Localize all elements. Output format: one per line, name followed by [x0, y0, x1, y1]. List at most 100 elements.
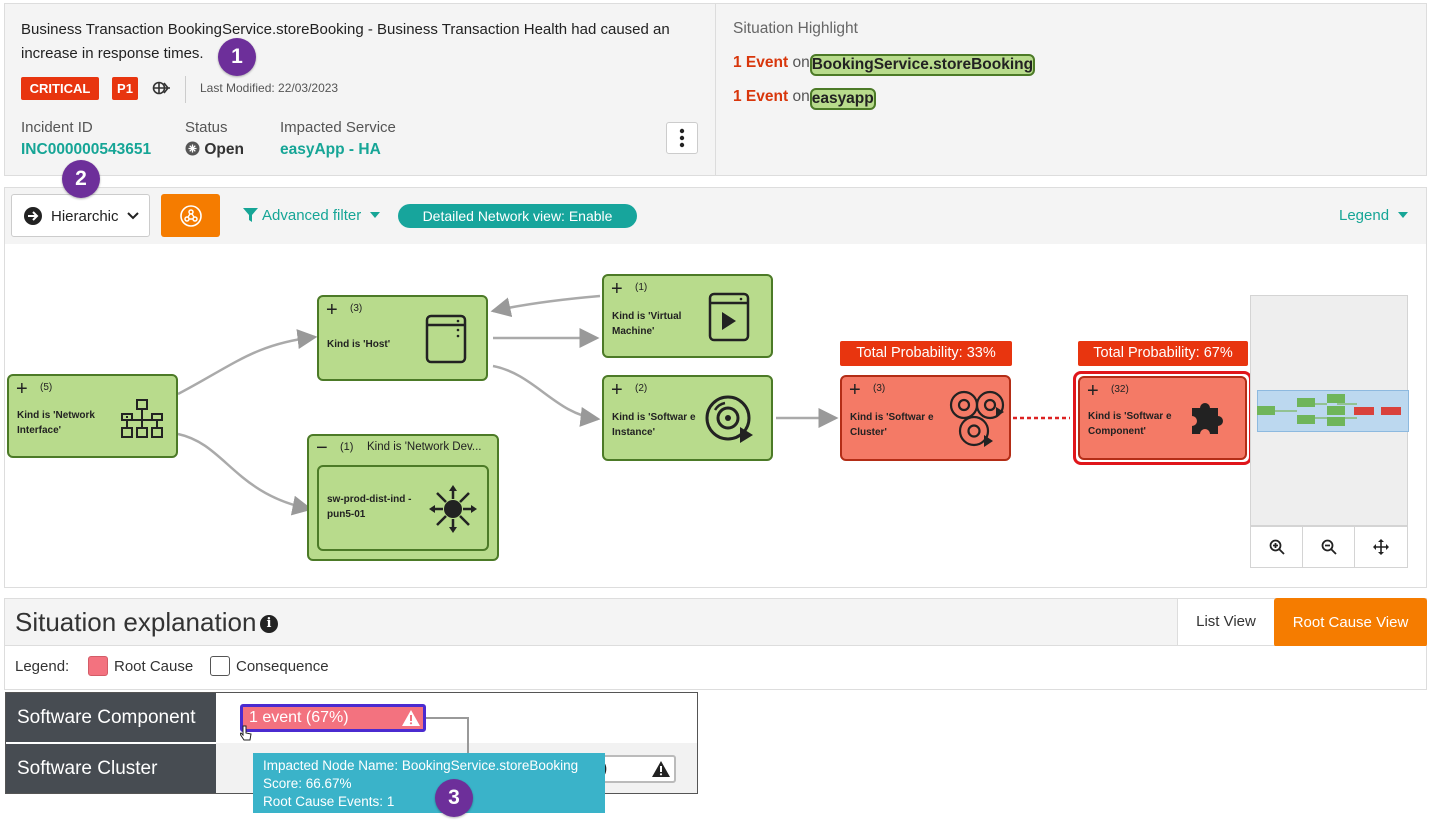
graph-edge — [177, 329, 318, 396]
impacted-service-link[interactable]: easyApp - HA — [280, 141, 381, 158]
legend-label: Legend: — [15, 658, 70, 675]
graph-node-host[interactable]: + (3) Kind is 'Host' — [317, 295, 488, 381]
event-count-link[interactable]: 1 Event — [733, 88, 789, 105]
graph-node-virtual-machine[interactable]: + (1) Kind is 'Virtual Machine' — [602, 274, 773, 358]
host-icon — [425, 314, 467, 364]
situation-highlight-title: Situation Highlight — [733, 20, 858, 37]
event-chip-label: 1 event (67%) — [249, 709, 349, 726]
expand-icon[interactable]: + — [16, 378, 28, 400]
topology-icon — [180, 205, 202, 227]
virtual-machine-icon — [708, 292, 750, 342]
event-on-text: on — [792, 54, 810, 71]
row-label-software-cluster: Software Cluster — [6, 744, 216, 793]
expand-icon[interactable]: + — [1087, 380, 1099, 402]
node-kind: Kind is 'Softwar e Component' — [1088, 411, 1172, 437]
graph-node-network-interface[interactable]: + (5) Kind is 'Network Interface' — [7, 374, 178, 458]
fit-view-button[interactable] — [1355, 527, 1407, 567]
legend-root-cause: Root Cause — [114, 658, 194, 675]
root-cause-view-tab[interactable]: Root Cause View — [1274, 598, 1427, 647]
annotation-marker-1: 1 — [218, 38, 256, 76]
legend-label: Legend — [1339, 207, 1390, 224]
info-icon[interactable]: i — [260, 615, 278, 633]
priority-badge: P1 — [112, 77, 138, 100]
group-count: (1) — [340, 441, 354, 453]
tooltip-root-cause-events: Root Cause Events: 1 — [263, 794, 395, 809]
chevron-down-icon — [127, 212, 139, 220]
caret-down-icon — [1398, 212, 1409, 218]
legend-dropdown[interactable]: Legend — [1339, 207, 1409, 224]
graph-minimap[interactable] — [1250, 295, 1409, 526]
incident-header: Business Transaction BookingService.stor… — [4, 3, 1427, 176]
status-label: Status — [185, 119, 228, 136]
layout-select-value: Hierarchic — [51, 208, 119, 225]
expand-icon[interactable]: + — [611, 278, 623, 300]
situation-event-item[interactable]: 1 Event on easyapp — [733, 88, 876, 110]
status-open-icon — [185, 141, 200, 156]
incident-title: Business Transaction BookingService.stor… — [21, 21, 670, 62]
event-connector — [424, 717, 469, 761]
group-kind: Kind is 'Network Dev... — [367, 441, 482, 453]
event-node-name: BookingService.storeBooking — [809, 54, 1036, 76]
caret-down-icon — [370, 212, 381, 218]
advanced-filter-button[interactable]: Advanced filter — [243, 207, 381, 224]
move-arrows-icon — [1373, 539, 1389, 555]
list-view-tab[interactable]: List View — [1177, 599, 1274, 645]
graph-node-software-instance[interactable]: + (2) Kind is 'Softwar e Instance' — [602, 375, 773, 461]
warning-icon — [402, 710, 420, 726]
software-instance-icon — [705, 395, 753, 443]
layout-select[interactable]: Hierarchic — [11, 194, 150, 237]
event-chip-root-cause[interactable]: 1 event (67%) — [240, 704, 426, 732]
zoom-controls — [1250, 526, 1408, 568]
selected-node-outline[interactable]: + (32) Kind is 'Softwar e Component' — [1073, 371, 1252, 465]
graph-node-network-device[interactable]: sw-prod-dist-ind -pun5-01 — [317, 465, 489, 551]
event-node-name: easyapp — [809, 88, 876, 110]
topology-button[interactable] — [161, 194, 220, 237]
graph-node-software-cluster[interactable]: + (3) Kind is 'Softwar e Cluster' — [840, 375, 1011, 461]
expand-icon[interactable]: + — [849, 379, 861, 401]
root-cause-swatch — [88, 656, 108, 676]
header-divider — [715, 4, 716, 175]
status-text: Open — [204, 141, 244, 158]
situation-event-item[interactable]: 1 Event on BookingService.storeBooking — [733, 54, 1036, 76]
node-count: (3) — [350, 303, 363, 314]
zoom-out-icon — [1321, 539, 1337, 555]
event-count-link[interactable]: 1 Event — [733, 54, 789, 71]
node-kind: Kind is 'Network Interface' — [17, 410, 95, 436]
annotation-marker-3: 3 — [435, 779, 473, 817]
event-tooltip: Impacted Node Name: BookingService.store… — [253, 753, 605, 813]
situation-explanation-header: Situation explanation i List View Root C… — [4, 598, 1427, 647]
network-device-icon — [429, 485, 477, 533]
severity-badge: CRITICAL — [21, 77, 99, 100]
topology-graph[interactable]: + (5) Kind is 'Network Interface' + (3) … — [4, 244, 1427, 588]
collapse-icon[interactable]: − — [316, 437, 328, 459]
event-on-text: on — [792, 88, 810, 105]
impacted-service-label: Impacted Service — [280, 119, 396, 136]
node-count: (5) — [40, 382, 53, 393]
annotation-marker-2: 2 — [62, 160, 100, 198]
node-count: (2) — [635, 383, 648, 394]
graph-edges — [177, 294, 1070, 516]
minimap-preview — [1257, 394, 1401, 426]
legend-consequence: Consequence — [236, 658, 329, 675]
expand-icon[interactable]: + — [611, 379, 623, 401]
tooltip-node-name: Impacted Node Name: BookingService.store… — [263, 758, 579, 773]
network-interface-icon — [121, 399, 163, 438]
zoom-in-button[interactable] — [1251, 527, 1303, 567]
expand-icon[interactable]: + — [326, 299, 338, 321]
explanation-legend: Legend: Root Cause Consequence — [4, 646, 1427, 690]
graph-group-network-device[interactable]: − (1) Kind is 'Network Dev... sw-prod-di… — [307, 434, 499, 561]
graph-node-software-component[interactable]: + (32) Kind is 'Softwar e Component' — [1078, 376, 1247, 460]
node-name: sw-prod-dist-ind -pun5-01 — [327, 494, 412, 520]
node-count: (3) — [873, 383, 886, 394]
zoom-out-button[interactable] — [1303, 527, 1355, 567]
advanced-filter-label: Advanced filter — [262, 207, 362, 224]
more-options-button[interactable] — [666, 122, 698, 154]
probability-label: Total Probability: 67% — [1078, 341, 1248, 366]
arrow-right-circle-icon — [24, 207, 42, 225]
network-view-toggle[interactable]: Detailed Network view: Enable — [398, 204, 637, 228]
node-count: (32) — [1111, 384, 1129, 395]
zoom-in-icon — [1269, 539, 1285, 555]
last-modified: Last Modified: 22/03/2023 — [200, 81, 339, 95]
incident-id-link[interactable]: INC000000543651 — [21, 141, 152, 158]
ai-insight-icon[interactable] — [152, 78, 172, 103]
